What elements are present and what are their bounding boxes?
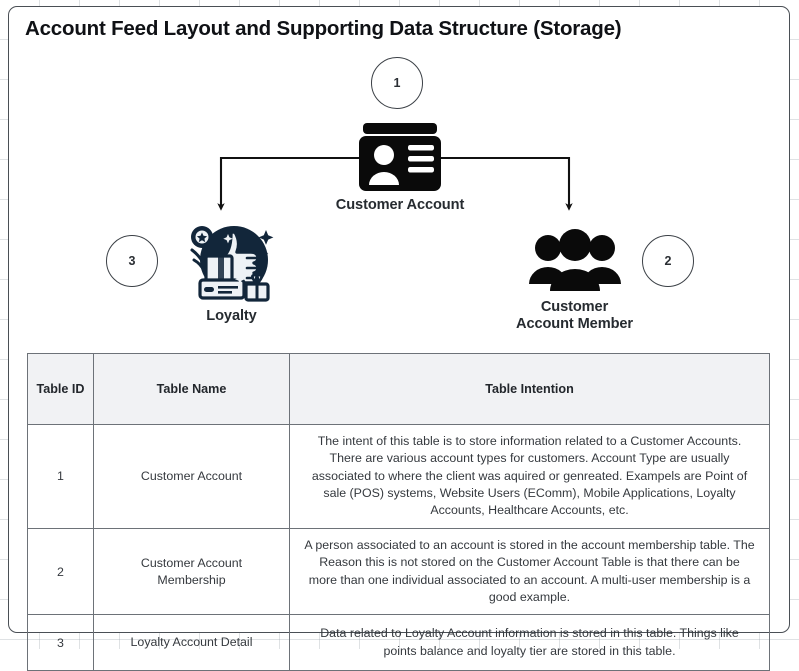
badge-1: 1: [371, 57, 423, 109]
page-title: Account Feed Layout and Supporting Data …: [25, 17, 622, 40]
node-label-line-1: Customer: [540, 299, 609, 315]
diagram-canvas: 1 2 3 Customer Account: [9, 7, 791, 347]
column-header-table-intention: Table Intention: [289, 353, 770, 425]
node-customer-account[interactable]: Customer Account: [312, 123, 488, 214]
cell-table-id: 2: [27, 527, 94, 616]
column-header-table-name: Table Name: [93, 353, 290, 425]
loyalty-rewards-icon: [188, 216, 276, 304]
cell-table-intention: A person associated to an account is sto…: [289, 527, 770, 616]
badge-3: 3: [106, 235, 158, 287]
table-row: 2 Customer Account Membership A person a…: [27, 527, 770, 616]
node-label-customer-account-member: Customer Account Member: [516, 299, 633, 333]
id-card-icon: [357, 123, 443, 193]
table-row: 3 Loyalty Account Detail Data related to…: [27, 614, 770, 671]
cell-table-intention: The intent of this table is to store inf…: [289, 424, 770, 529]
node-label-loyalty: Loyalty: [206, 308, 257, 324]
table-row: 1 Customer Account The intent of this ta…: [27, 424, 770, 529]
cell-table-name: Customer Account: [93, 424, 290, 529]
node-customer-account-member[interactable]: Customer Account Member: [497, 229, 652, 333]
cell-table-id: 1: [27, 424, 94, 529]
diagram-page-card: Account Feed Layout and Supporting Data …: [8, 6, 791, 671]
people-group-icon: [527, 229, 623, 295]
column-header-table-id: Table ID: [27, 353, 94, 425]
badge-2: 2: [642, 235, 694, 287]
connector-lines: [217, 156, 573, 211]
node-label-customer-account: Customer Account: [335, 197, 465, 213]
cell-table-name: Loyalty Account Detail: [93, 614, 290, 671]
cell-table-id: 3: [27, 614, 94, 671]
node-loyalty[interactable]: Loyalty: [174, 216, 289, 325]
node-label-line-2: Account Member: [516, 316, 633, 333]
table-intention-table: Table ID Table Name Table Intention 1 Cu…: [27, 353, 770, 671]
cell-table-intention: Data related to Loyalty Account informat…: [289, 614, 770, 671]
table-header-row: Table ID Table Name Table Intention: [27, 353, 770, 425]
cell-table-name: Customer Account Membership: [93, 527, 290, 616]
